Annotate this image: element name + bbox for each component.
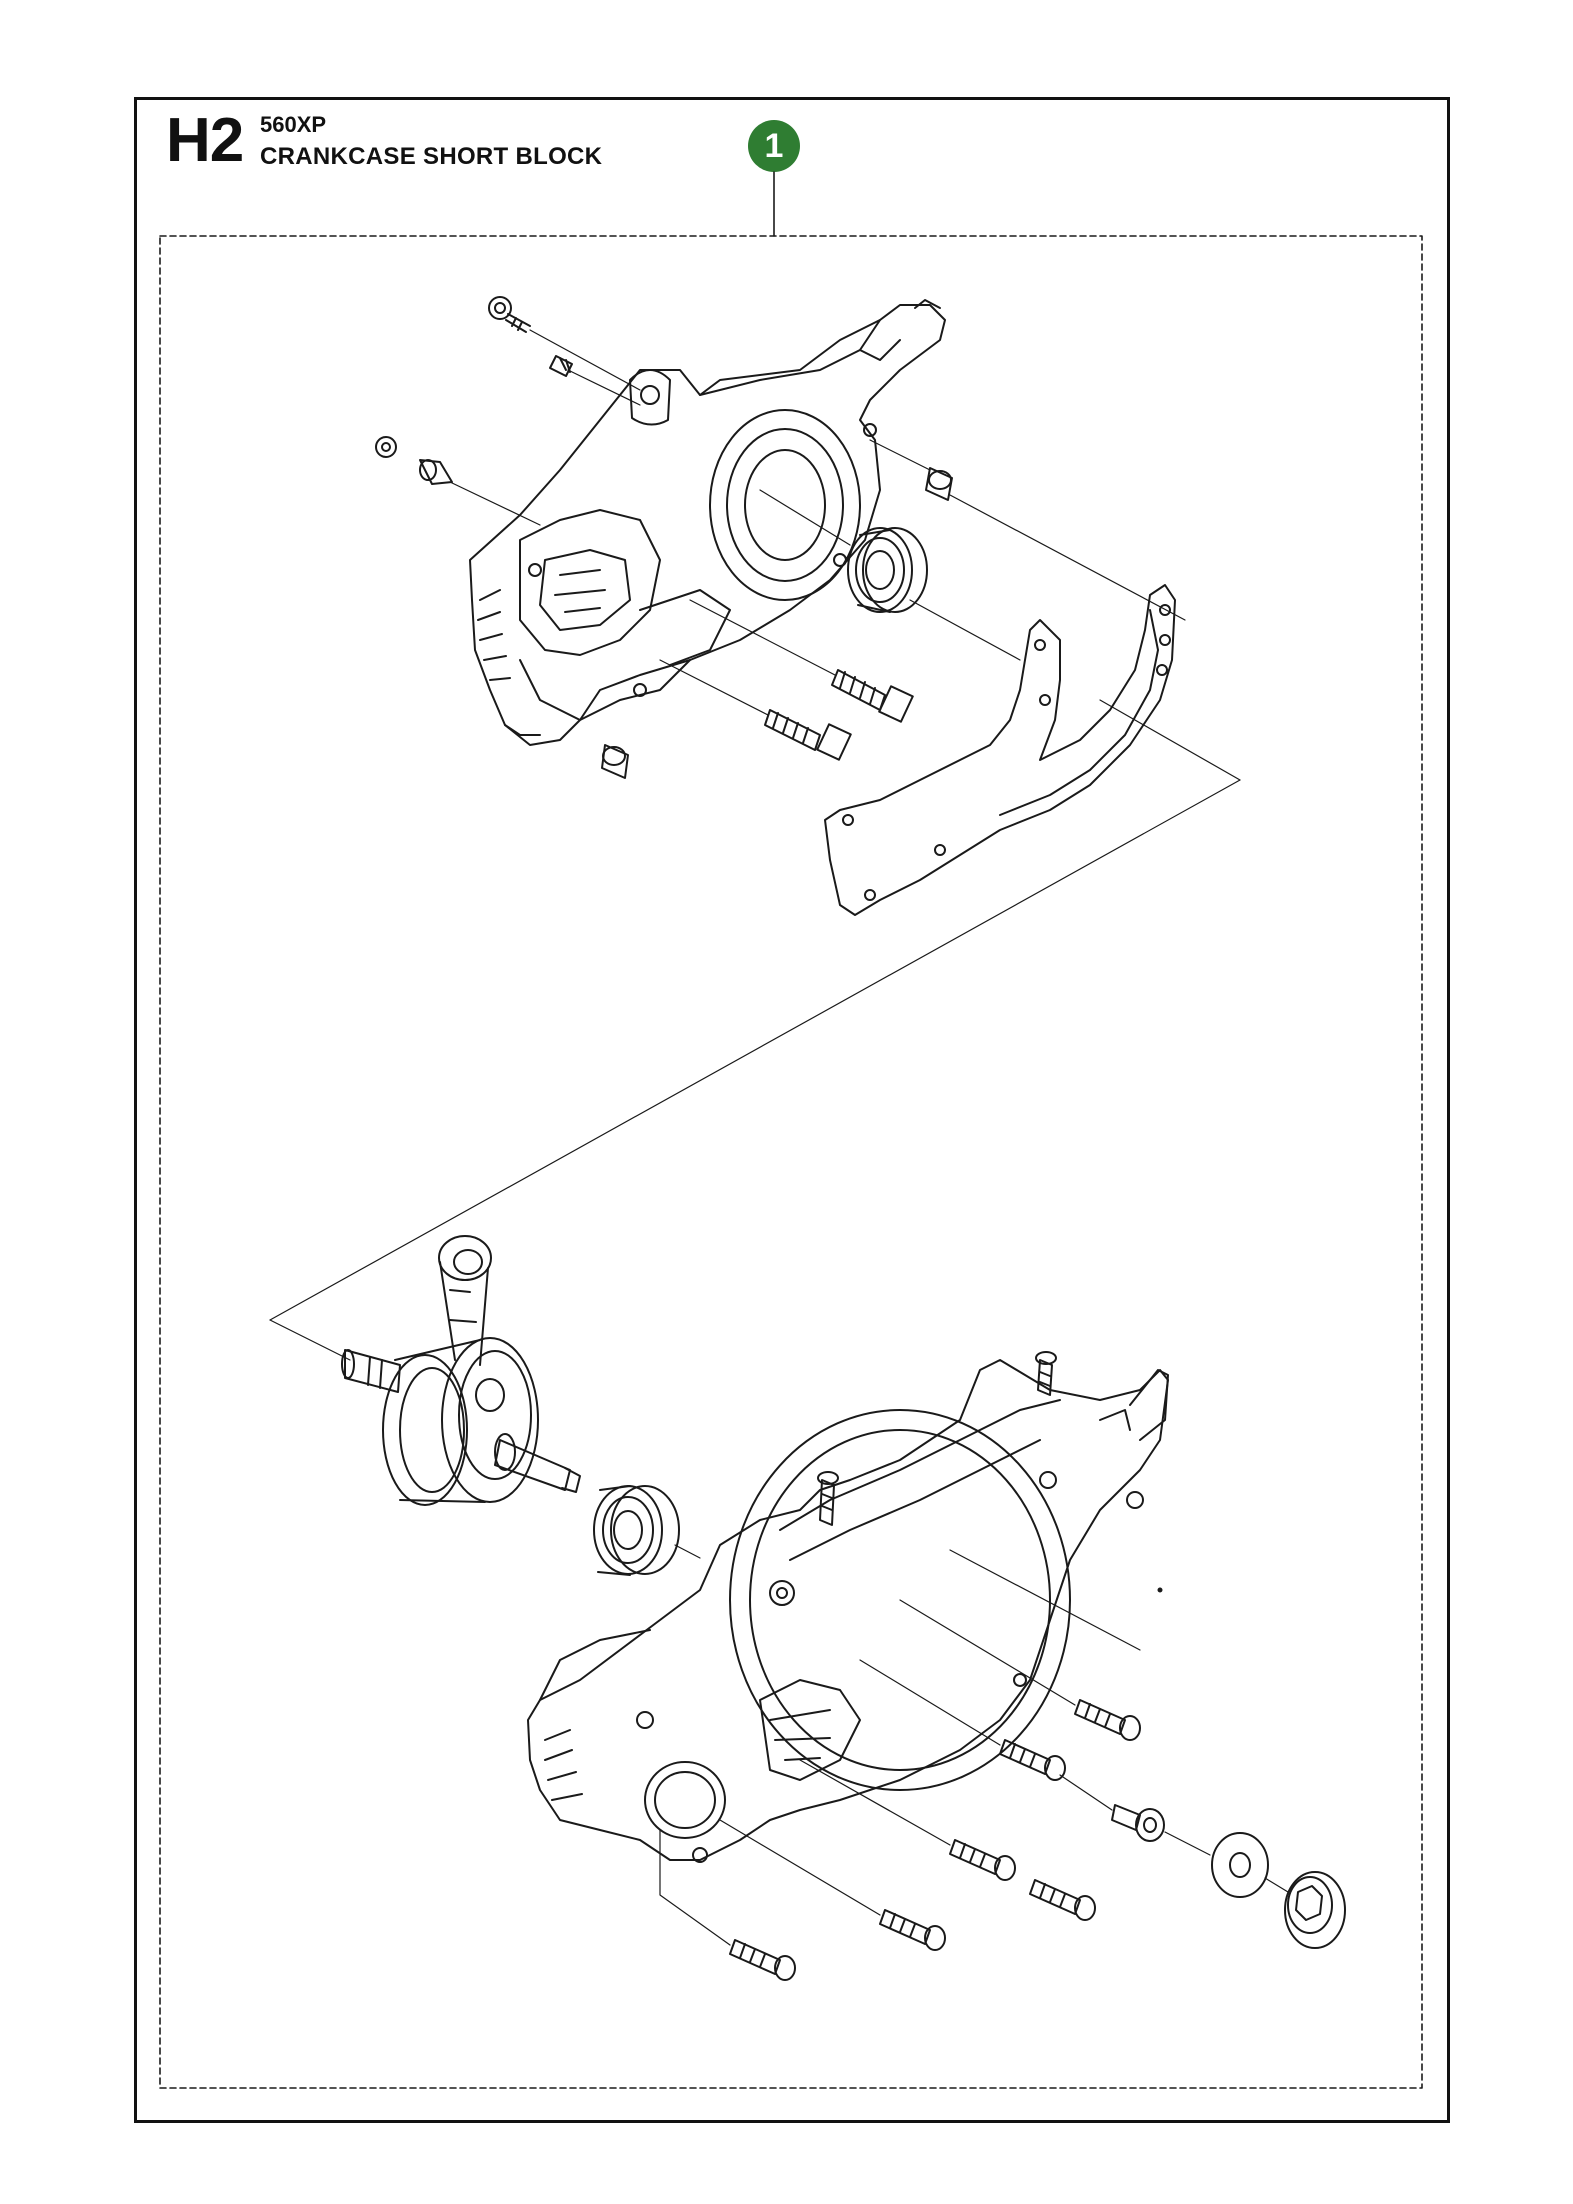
- screw-long-upper-a: [831, 669, 914, 723]
- screw-lower-mid: [817, 1471, 839, 1526]
- crankcase-half-lower: [527, 1359, 1169, 1863]
- leader-screw-a: [689, 599, 836, 676]
- nut-left: [375, 436, 397, 458]
- guide-line-right: [949, 1549, 1141, 1651]
- leader-gasket: [1099, 699, 1241, 781]
- leader-flange-right: [1059, 1774, 1113, 1811]
- leader-screw-b4: [659, 1829, 731, 1946]
- leader-dowel-right: [869, 439, 931, 471]
- guide-line-diagonal: [269, 779, 1241, 1321]
- screw-bottom-1: [949, 1839, 1016, 1881]
- model-number: 560XP: [260, 112, 327, 137]
- screw-long-upper-b: [764, 709, 852, 761]
- screw-lower-top: [1035, 1351, 1057, 1396]
- dowel-right: [925, 467, 953, 501]
- leader-screw-top-left: [529, 329, 641, 391]
- leader-pin-left: [449, 481, 541, 526]
- leader-bearing-upper: [759, 489, 851, 546]
- dowel-lower-left: [601, 744, 629, 779]
- pin-left: [419, 459, 453, 485]
- diagram-title: CRANKCASE SHORT BLOCK: [260, 143, 603, 170]
- leader-screw-b3: [719, 1819, 881, 1916]
- bearing-lower: [593, 1485, 680, 1576]
- screw-lower-right-2: [999, 1739, 1066, 1781]
- crankcase-gasket: [824, 584, 1176, 916]
- leader-upper-right: [949, 494, 1186, 621]
- callout-1[interactable]: 1: [748, 120, 800, 172]
- nut-flange: [1284, 1871, 1346, 1949]
- stud-small: [549, 355, 573, 377]
- screw-flange-right: [1111, 1804, 1165, 1842]
- leader-washer: [1164, 1831, 1211, 1856]
- leader-screw-b1: [799, 1759, 951, 1846]
- leader-screw-lr2: [859, 1659, 1001, 1746]
- leader-screw-b: [659, 659, 769, 716]
- leader-bearing-lower: [674, 1544, 701, 1559]
- leader-bearing-upper-b: [909, 599, 1021, 661]
- page-frame: [134, 97, 1450, 2123]
- leader-stud-small: [567, 369, 641, 406]
- crankshaft: [341, 1235, 581, 1506]
- section-code: H2: [166, 106, 244, 175]
- guide-line-left: [269, 1319, 351, 1361]
- bearing-upper: [847, 527, 928, 613]
- screw-lower-right-1: [1074, 1699, 1141, 1741]
- screw-bottom-4: [729, 1939, 796, 1981]
- assembly-boundary: [159, 235, 1423, 2089]
- screw-bottom-3: [879, 1909, 946, 1951]
- screw-bottom-2: [1029, 1879, 1096, 1921]
- washer: [1211, 1832, 1269, 1898]
- screw-top-left: [488, 296, 531, 333]
- leader-screw-lr1: [899, 1599, 1076, 1706]
- crankcase-half-upper: [469, 299, 946, 746]
- leader-nut: [1264, 1877, 1289, 1893]
